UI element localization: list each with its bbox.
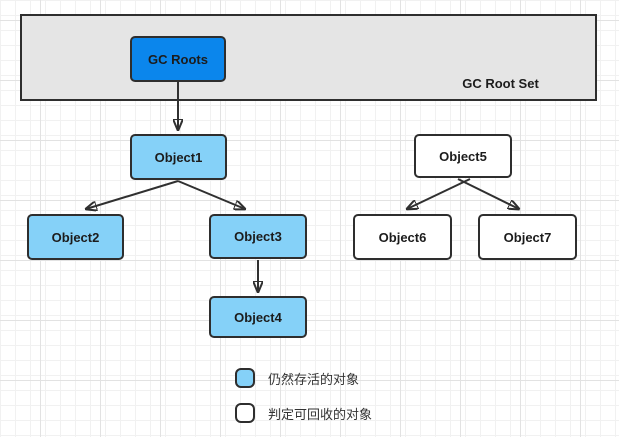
node-gc-roots[interactable]: GC Roots <box>130 36 226 82</box>
node-object2[interactable]: Object2 <box>27 214 124 260</box>
legend-label-alive: 仍然存活的对象 <box>268 371 360 387</box>
node-object1-label: Object1 <box>154 149 203 165</box>
legend-swatch-alive[interactable] <box>235 368 255 388</box>
node-gc-roots-label: GC Roots <box>148 51 208 67</box>
legend-label-collectable: 判定可回收的对象 <box>268 406 373 422</box>
edge-object1-object2[interactable] <box>86 180 179 209</box>
node-object4-label: Object4 <box>234 309 282 325</box>
node-object2-label: Object2 <box>51 229 100 245</box>
legend-item-collectable: 判定可回收的对象 <box>235 403 372 423</box>
edge-object5-object7[interactable] <box>457 178 519 209</box>
edge-object1-object3[interactable] <box>177 180 245 209</box>
node-object5[interactable]: Object5 <box>414 134 512 178</box>
node-object6-label: Object6 <box>378 229 427 245</box>
legend-swatch-collectable[interactable] <box>235 403 255 423</box>
gc-root-set-container[interactable] <box>20 14 597 101</box>
node-object1[interactable]: Object1 <box>130 134 227 180</box>
node-object7-label: Object7 <box>503 229 552 245</box>
node-object4[interactable]: Object4 <box>209 296 307 338</box>
node-object7[interactable]: Object7 <box>478 214 577 260</box>
node-object3-label: Object3 <box>234 229 282 244</box>
edge-object5-object6[interactable] <box>407 178 471 209</box>
node-object3[interactable]: Object3 <box>209 214 307 259</box>
node-object6[interactable]: Object6 <box>353 214 452 260</box>
legend-item-alive: 仍然存活的对象 <box>235 368 359 388</box>
node-object5-label: Object5 <box>439 148 487 164</box>
gc-root-set-label: GC Root Set <box>462 76 539 91</box>
